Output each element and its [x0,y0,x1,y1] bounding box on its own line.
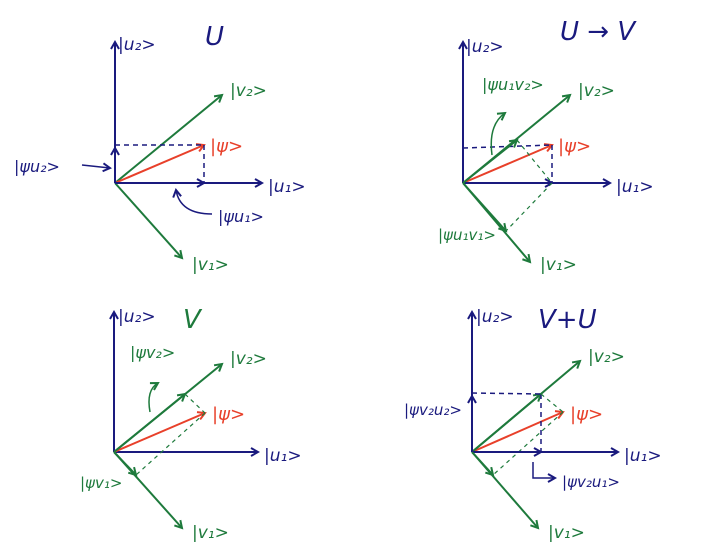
proj-b-label: |ψv₂u₁> [562,473,620,491]
proj-v2-vector [471,394,541,453]
u2-label: |u₂> [466,37,504,57]
psi-vector [462,145,552,184]
v2-label: |v₂> [230,349,267,369]
pointer-arrow-icon [148,383,158,413]
pointer-arrow-icon [532,462,555,478]
projection-line [540,393,564,413]
proj-b-label: |ψv₁> [80,474,122,492]
panel-v-plus-u: V+U |u₂> |u₁> |v₂> |v₁> |ψ> |ψv₂u₂> |ψv₂… [404,305,662,543]
panel-title: U → V [560,17,637,47]
projection-line [184,393,206,414]
v2-label: |v₂> [230,81,267,101]
panel-title: V [183,305,203,335]
pointer-arrow-icon [490,113,505,156]
psi-vector [471,412,563,453]
proj-v2-vector [113,394,185,453]
psi-label: |ψ> [210,136,243,157]
u2-label: |u₂> [118,307,156,327]
psi-label: |ψ> [570,404,603,425]
psi-vector [113,413,205,453]
v2-label: |v₂> [588,347,625,367]
proj-b-label: |ψu₁v₁> [438,226,496,244]
v1-vector [114,182,182,258]
psi-label: |ψ> [212,404,245,425]
v2-vector [114,95,222,184]
u2-label: |u₂> [476,307,514,327]
proj-a-label: |ψv₂> [130,343,175,362]
u1-label: |u₁> [264,446,302,466]
v2-label: |v₂> [578,81,615,101]
u2-label: |u₂> [118,35,156,55]
proj-b-label: |ψu₁> [218,207,264,226]
v1-label: |v₁> [192,255,229,275]
projection-line [492,411,564,476]
panel-u-to-v: U → V |u₂> |u₁> |v₂> |v₁> |ψ> |ψu₁v₂> |ψ… [438,17,654,275]
u1-label: |u₁> [268,177,306,197]
pointer-arrow-icon [81,165,110,168]
panel-v: V |u₂> |u₁> |v₂> |v₁> |ψ> |ψv₂> |ψv₁> [80,305,302,543]
projection-line [135,412,206,476]
u1-label: |u₁> [616,177,654,197]
psi-vector [114,145,204,184]
projection-line [471,392,542,395]
psi-label: |ψ> [558,136,591,157]
u1-label: |u₁> [624,446,662,466]
proj-v1-vector [113,451,136,475]
proj-a-label: |ψu₁v₂> [482,75,544,94]
v1-label: |v₁> [192,523,229,543]
projection-line [516,139,553,184]
proj-v1-vector [462,182,506,231]
v1-label: |v₁> [548,523,585,543]
projection-line [505,182,553,232]
pointer-arrow-icon [176,190,213,215]
proj-v1-vector [471,451,493,475]
panel-title: V+U [538,305,597,335]
proj-a-label: |ψu₂> [14,157,60,176]
proj-v2-vector [462,140,517,184]
projection-line [462,144,553,149]
v1-label: |v₁> [540,255,577,275]
proj-a-label: |ψv₂u₂> [404,401,462,419]
panel-u: U |u₂> |u₁> |v₂> |v₁> |ψ> |ψu₂> |ψu₁> [14,22,306,275]
panel-title: U [205,22,224,52]
